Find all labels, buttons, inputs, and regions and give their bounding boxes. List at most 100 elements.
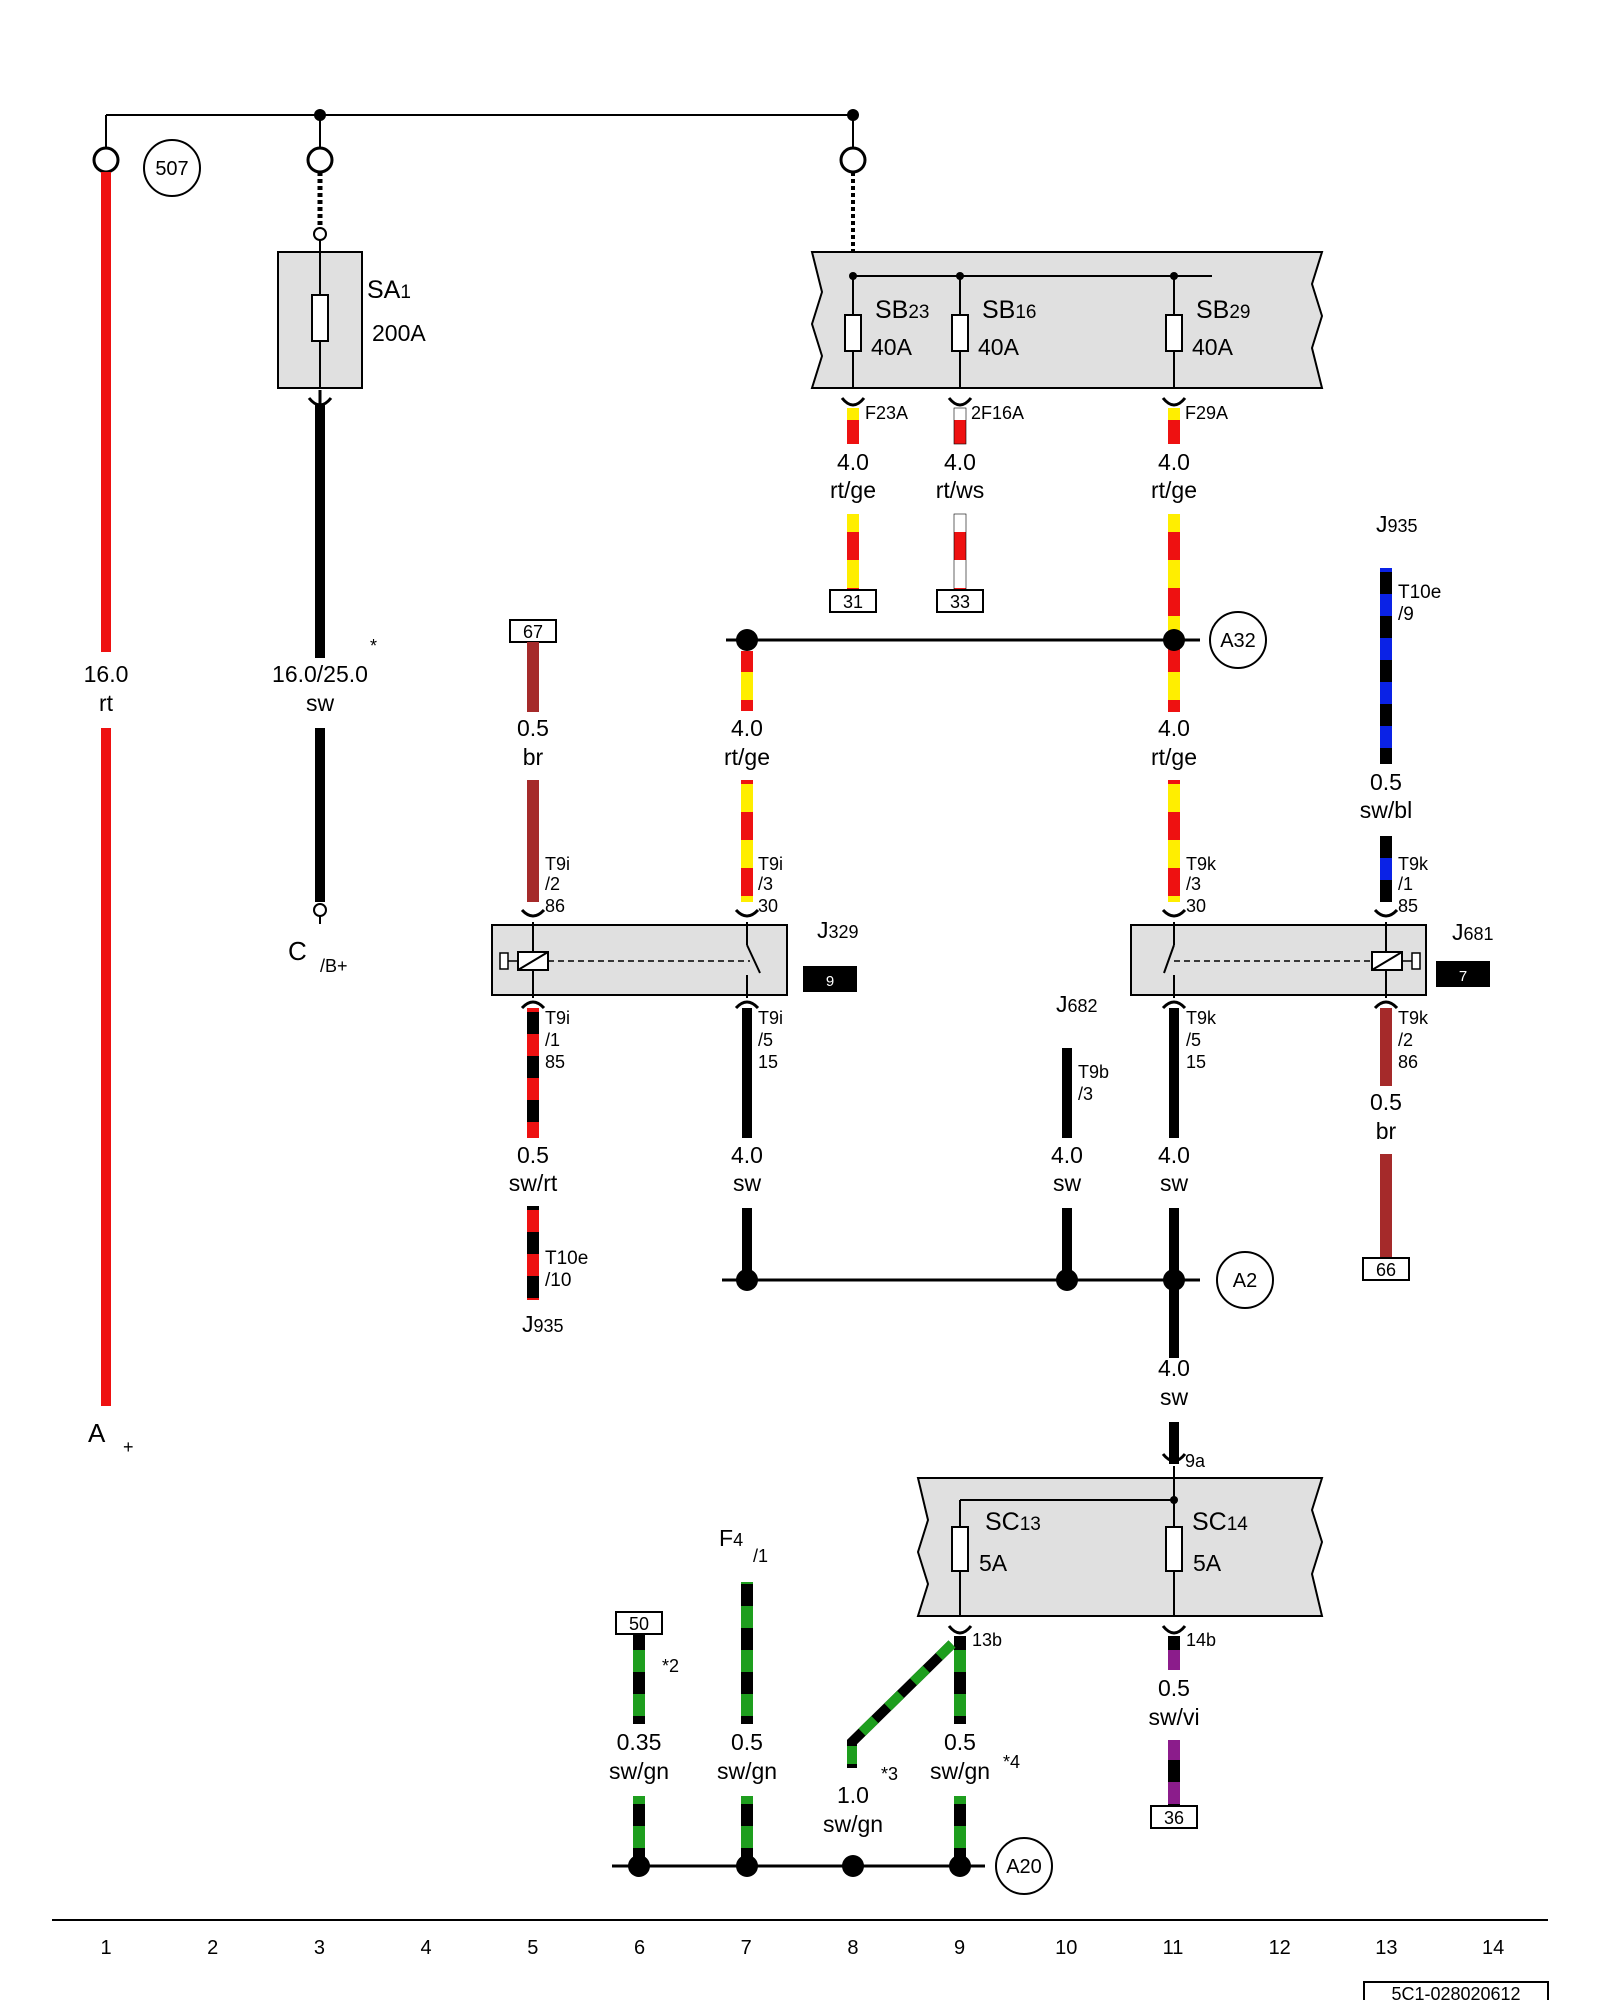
- terminal-a-label: A: [88, 1418, 106, 1448]
- wire-col11-bottom: 0.5 sw/vi 36: [1148, 1636, 1200, 1829]
- svg-text:2F16A: 2F16A: [971, 403, 1024, 423]
- svg-text:rt/ge: rt/ge: [724, 744, 770, 770]
- svg-text:15: 15: [758, 1052, 778, 1072]
- wires-below-relays: T9i /1 85 0.5 sw/rt T10e /10 J935 T9i /5…: [509, 991, 1429, 1358]
- svg-text:40A: 40A: [1192, 334, 1234, 360]
- svg-text:F23A: F23A: [865, 403, 908, 423]
- svg-text:A2: A2: [1233, 1270, 1257, 1292]
- svg-text:sw/bl: sw/bl: [1360, 797, 1412, 823]
- wire-color: rt: [99, 690, 114, 716]
- svg-text:sw: sw: [1160, 1384, 1189, 1410]
- svg-text:sw/gn: sw/gn: [930, 1758, 990, 1784]
- svg-text:/3: /3: [758, 874, 773, 894]
- svg-text:sw: sw: [1053, 1170, 1082, 1196]
- svg-text:0.5: 0.5: [731, 1729, 763, 1755]
- relay-j681: J681 7: [1130, 908, 1494, 1010]
- svg-text:/3: /3: [1186, 874, 1201, 894]
- grid-column-11: 11: [1163, 1937, 1184, 1959]
- svg-text:30: 30: [1186, 896, 1206, 916]
- relay-j329: J329 9: [491, 908, 859, 1010]
- svg-text:sw/vi: sw/vi: [1148, 1704, 1199, 1730]
- svg-text:rt/ge: rt/ge: [830, 477, 876, 503]
- splice-a20: A20: [612, 1837, 1053, 1895]
- svg-text:J681: J681: [1452, 919, 1494, 945]
- svg-text:*4: *4: [1003, 1752, 1020, 1772]
- svg-text:4.0: 4.0: [944, 449, 976, 475]
- svg-text:0.5: 0.5: [944, 1729, 976, 1755]
- svg-text:9: 9: [826, 973, 834, 990]
- svg-text:T9k: T9k: [1398, 854, 1429, 874]
- svg-text:sw/gn: sw/gn: [609, 1758, 669, 1784]
- grid-column-1: 1: [100, 1937, 111, 1959]
- svg-text:50: 50: [629, 1614, 649, 1634]
- top-bus: [92, 109, 867, 174]
- svg-text:/1: /1: [753, 1546, 768, 1566]
- svg-text:7: 7: [1459, 968, 1467, 985]
- svg-text:4.0: 4.0: [1158, 1355, 1190, 1381]
- svg-text:/5: /5: [758, 1030, 773, 1050]
- svg-text:+: +: [123, 1437, 134, 1457]
- svg-text:4.0: 4.0: [1051, 1142, 1083, 1168]
- svg-text:J682: J682: [1056, 991, 1098, 1017]
- svg-text:SB16: SB16: [982, 296, 1037, 324]
- svg-text:rt/ge: rt/ge: [1151, 744, 1197, 770]
- svg-text:4.0: 4.0: [837, 449, 869, 475]
- svg-text:T10e: T10e: [545, 1248, 588, 1269]
- svg-text:/B+: /B+: [320, 956, 348, 976]
- svg-text:SC14: SC14: [1192, 1508, 1248, 1536]
- svg-text:40A: 40A: [978, 334, 1020, 360]
- svg-text:F4: F4: [719, 1525, 743, 1551]
- svg-text:sw/rt: sw/rt: [509, 1170, 558, 1196]
- svg-text:14b: 14b: [1186, 1630, 1216, 1650]
- svg-text:J935: J935: [522, 1311, 564, 1337]
- svg-text:T9i: T9i: [545, 1008, 570, 1028]
- grid-column-9: 9: [954, 1937, 965, 1959]
- svg-text:rt/ge: rt/ge: [1151, 477, 1197, 503]
- grid-column-12: 12: [1269, 1937, 1291, 1959]
- grid-column-7: 7: [741, 1937, 752, 1959]
- svg-text:T10e: T10e: [1398, 582, 1441, 603]
- svg-text:/5: /5: [1186, 1030, 1201, 1050]
- fuse-box-sc: SC13 5A SC14 5A 13b 14b: [916, 1466, 1324, 1650]
- svg-text:4.0: 4.0: [1158, 449, 1190, 475]
- svg-text:sw: sw: [1160, 1170, 1189, 1196]
- svg-text:30: 30: [758, 896, 778, 916]
- wires-col8-col9: 1.0 sw/gn *3 0.5 sw/gn *4: [823, 1636, 1020, 1866]
- grid-column-5: 5: [527, 1937, 538, 1959]
- svg-text:J329: J329: [817, 917, 859, 943]
- doc-id: 5C1-028020612: [1391, 1984, 1520, 2000]
- svg-text:A20: A20: [1006, 1856, 1042, 1878]
- svg-text:4.0: 4.0: [731, 1142, 763, 1168]
- grid-column-3: 3: [314, 1937, 325, 1959]
- terminal-sb-top: [839, 146, 867, 174]
- svg-text:85: 85: [1398, 896, 1418, 916]
- grid-column-10: 10: [1055, 1937, 1077, 1959]
- svg-text:sw: sw: [733, 1170, 762, 1196]
- svg-text:SC13: SC13: [985, 1508, 1041, 1536]
- svg-text:*: *: [370, 636, 377, 656]
- svg-text:SB29: SB29: [1196, 296, 1251, 324]
- svg-text:5A: 5A: [979, 1550, 1008, 1576]
- wire-size: 16.0: [84, 661, 129, 687]
- svg-text:*3: *3: [881, 1764, 898, 1784]
- svg-text:85: 85: [545, 1052, 565, 1072]
- svg-text:67: 67: [523, 622, 543, 642]
- svg-text:sw/gn: sw/gn: [823, 1811, 883, 1837]
- svg-text:/1: /1: [1398, 874, 1413, 894]
- svg-text:0.5: 0.5: [1370, 769, 1402, 795]
- svg-text:T9k: T9k: [1186, 1008, 1217, 1028]
- svg-text:0.35: 0.35: [617, 1729, 662, 1755]
- fuse-box-sb: SB23 40A SB16 40A SB29 40A: [810, 172, 1324, 389]
- grid-column-8: 8: [847, 1937, 858, 1959]
- svg-text:/1: /1: [545, 1030, 560, 1050]
- svg-text:T9i: T9i: [758, 1008, 783, 1028]
- svg-text:/2: /2: [1398, 1030, 1413, 1050]
- wire-col11-mid: 4.0 rt/ge T9k /3 30 T9k /1 85: [1151, 651, 1429, 916]
- svg-text:br: br: [1376, 1118, 1397, 1144]
- wire-col5-top: 67 0.5 br T9i /2 86: [509, 619, 570, 916]
- svg-text:T9i: T9i: [545, 854, 570, 874]
- grid-column-14: 14: [1482, 1937, 1504, 1959]
